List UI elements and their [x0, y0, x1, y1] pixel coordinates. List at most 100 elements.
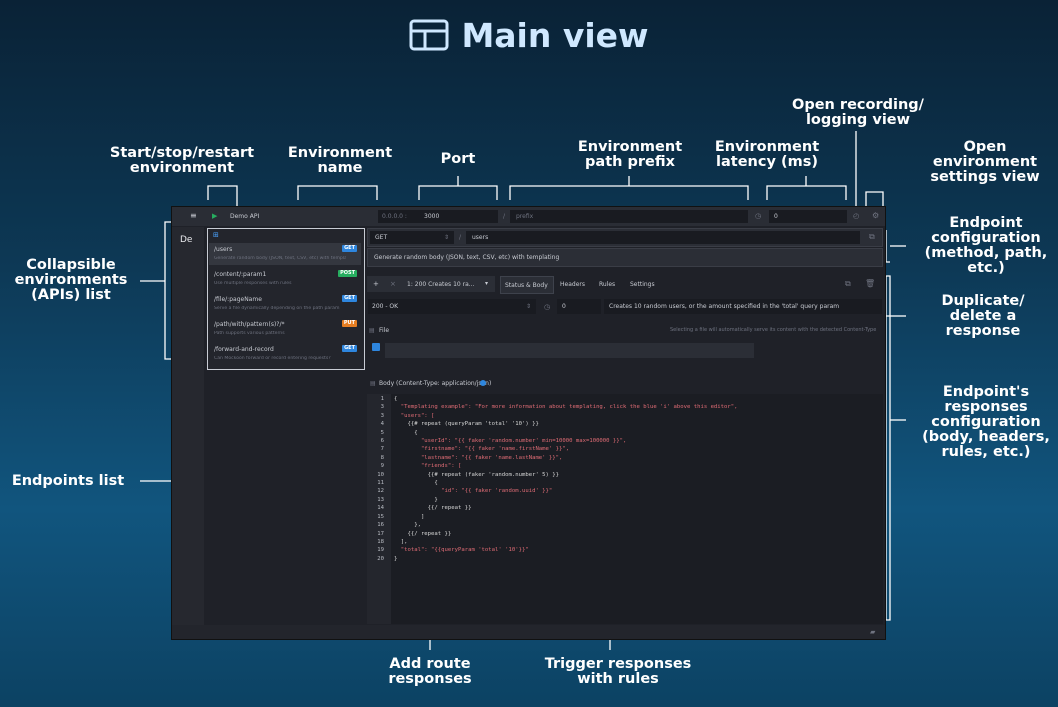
page-title: Main view	[0, 16, 1058, 55]
line-number: 17	[377, 530, 384, 537]
folder-icon[interactable]	[372, 343, 380, 351]
env-name[interactable]: Demo API	[230, 213, 260, 220]
code-line: "userId": "{{ faker 'random.number' min=…	[394, 438, 627, 445]
body-label: Body (Content-Type: application/json)	[379, 380, 492, 387]
port-field[interactable]: 0.0.0.0 : 3000	[378, 210, 498, 223]
code-line: }	[394, 555, 398, 562]
chat-icon[interactable]: ▰	[870, 628, 876, 636]
route-desc: Path supports various patterns	[214, 331, 285, 336]
add-route-icon[interactable]: ⊞	[213, 231, 219, 239]
duplicate-icon[interactable]: ⧉	[845, 279, 851, 288]
play-icon[interactable]: ▶	[212, 212, 218, 220]
code-line: "Templating example": "For more informat…	[394, 404, 738, 411]
response-latency-icon: ◷	[544, 303, 551, 311]
app-window: ≡ ▶ Demo API 0.0.0.0 : 3000 / prefix ◷ 0…	[171, 206, 886, 640]
response-description-input[interactable]: Creates 10 random users, or the amount s…	[604, 299, 882, 314]
env-item-short[interactable]: De	[180, 235, 193, 245]
open-external-icon[interactable]: ⧉	[869, 232, 875, 241]
gear-icon[interactable]: ⚙	[872, 211, 880, 220]
line-number: 19	[377, 547, 384, 554]
route-path: /users	[214, 246, 233, 253]
host-label: 0.0.0.0 :	[382, 213, 407, 220]
delete-icon[interactable]: 🗑	[865, 279, 876, 288]
path-input[interactable]: users	[466, 231, 860, 244]
prefix-placeholder: prefix	[516, 213, 534, 220]
route-desc: Serve a file dynamically depending on th…	[214, 306, 340, 311]
code-line: "friends": [	[394, 463, 462, 470]
line-number: 14	[377, 505, 384, 512]
code-line: "id": "{{ faker 'random.uuid' }}"	[394, 488, 553, 495]
file-path-input[interactable]	[385, 343, 754, 358]
route-path: /file/:pageName	[214, 296, 262, 303]
tab-status-body[interactable]: Status & Body	[500, 276, 554, 294]
file-icon: ▤	[369, 327, 375, 334]
annotation-endpoints-list: Endpoints list	[11, 473, 125, 489]
line-number: 15	[377, 513, 384, 520]
route-description: Generate random body (JSON, text, CSV, e…	[374, 254, 560, 261]
method-select[interactable]: GET ⇕	[370, 231, 454, 244]
clock-icon: ◷	[755, 212, 762, 220]
route-item[interactable]: /path/with/pattern(s)?/* Path supports va…	[209, 318, 361, 340]
annotation-trigger-rules: Trigger responses with rules	[544, 656, 692, 687]
footer-bar: ▰	[172, 625, 885, 639]
tab-status-body-label: Status & Body	[505, 282, 548, 289]
response-description: Creates 10 random users, or the amount s…	[609, 303, 840, 310]
tab-settings[interactable]: Settings	[630, 281, 655, 288]
line-number: 6	[380, 438, 384, 445]
latency-input[interactable]: 0	[769, 210, 847, 223]
responses-toolbar: + × 1: 200 Creates 10 ra... ▾ Status & B…	[367, 276, 881, 294]
line-number: 3	[380, 404, 384, 411]
path-separator: /	[459, 234, 462, 241]
code-line: ]	[394, 513, 425, 520]
annotation-env-settings: Open environment settings view	[930, 139, 1040, 185]
line-number: 8	[380, 454, 384, 461]
layout-icon	[409, 19, 449, 50]
code-line: }	[394, 496, 438, 503]
route-path: /forward-and-record	[214, 346, 274, 353]
environment-header: ≡ ▶ Demo API 0.0.0.0 : 3000 / prefix ◷ 0…	[172, 207, 885, 226]
body-icon: ▤	[370, 380, 376, 387]
code-line: "total": "{{queryParam 'total' '10'}}"	[394, 547, 529, 554]
endpoint-config: GET ⇕ / users ⧉	[367, 228, 883, 247]
annotation-path-prefix: Environment path prefix	[577, 139, 683, 170]
port-value: 3000	[424, 213, 440, 220]
method-badge: GET	[342, 295, 357, 302]
close-icon[interactable]: ×	[390, 280, 396, 288]
tab-headers[interactable]: Headers	[560, 281, 585, 288]
annotation-env-name: Environment name	[287, 145, 393, 176]
line-number: 4	[380, 421, 384, 428]
chevron-down-icon: ⇕	[444, 234, 450, 241]
tab-rules[interactable]: Rules	[599, 281, 616, 288]
line-number: 3	[380, 412, 384, 419]
file-label: File	[379, 327, 390, 334]
code-line: {	[394, 480, 438, 487]
info-icon[interactable]	[480, 380, 486, 386]
history-icon[interactable]: ◴	[853, 212, 860, 220]
menu-icon[interactable]: ≡	[190, 211, 197, 220]
body-code[interactable]: { "Templating example": "For more inform…	[394, 395, 738, 563]
editor-gutter	[367, 394, 391, 624]
response-selector[interactable]: + × 1: 200 Creates 10 ra... ▾	[367, 276, 495, 292]
body-editor[interactable]	[367, 394, 883, 624]
page-title-text: Main view	[461, 16, 649, 55]
route-desc: Use multiple responses with rules	[214, 281, 292, 286]
annotation-start-stop: Start/stop/restart environment	[109, 145, 255, 176]
route-description-input[interactable]: Generate random body (JSON, text, CSV, e…	[367, 248, 883, 267]
response-label: 1: 200 Creates 10 ra...	[407, 281, 475, 288]
response-latency-input[interactable]: 0	[557, 299, 601, 314]
method-badge: POST	[338, 270, 357, 277]
route-path: /path/with/pattern(s)?/*	[214, 321, 285, 328]
route-desc: Can Mockoon forward or record entering r…	[214, 356, 331, 361]
status-select[interactable]: 200 - OK ⇕	[368, 299, 536, 314]
code-line: ],	[394, 538, 408, 545]
line-number: 16	[377, 522, 384, 529]
add-response-icon[interactable]: +	[373, 280, 379, 288]
prefix-input[interactable]: prefix	[510, 210, 748, 223]
code-line: "firstname": "{{ faker 'name.firstName' …	[394, 446, 570, 453]
prefix-separator: /	[503, 213, 506, 220]
